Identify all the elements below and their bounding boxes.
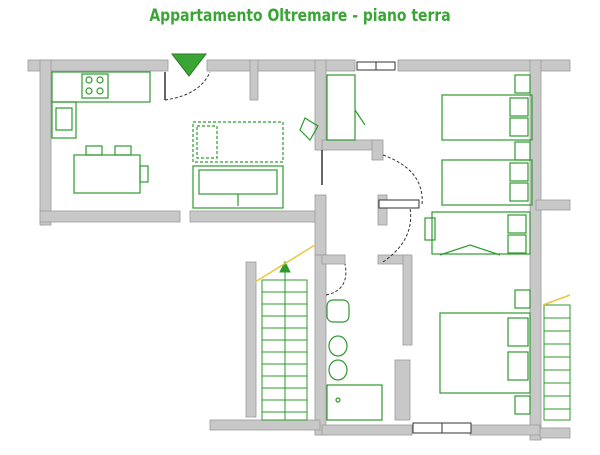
door-arcs [164,71,423,296]
toilet [328,335,348,357]
sofa [192,165,284,209]
plan-title: Appartamento Oltremare - piano terra [149,6,451,26]
windows [356,61,472,434]
bed-2 [441,159,533,206]
walls [27,59,571,441]
dining-table [73,154,141,194]
bed-3 [431,211,531,255]
bed-1 [441,94,533,141]
furniture [51,71,533,421]
double-bed [439,312,531,394]
kitchen-counter [51,71,151,103]
stairs-left [261,260,308,421]
entrance-arrow-icon [170,53,208,77]
sink [326,299,350,323]
shower [326,384,383,421]
stairs-right [543,304,571,421]
bidet [328,359,348,381]
